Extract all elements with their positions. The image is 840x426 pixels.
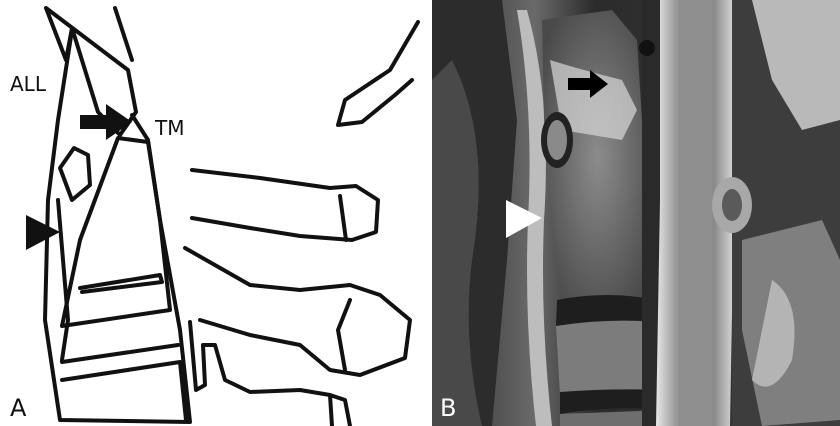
posterior-line-1 (192, 170, 378, 240)
posterior-line-4 (338, 300, 350, 370)
occipital-curve (338, 22, 418, 125)
mri-image (432, 0, 840, 426)
all-annotation: ALL (10, 74, 46, 94)
panel-a-label: A (10, 396, 26, 420)
clivus-line (115, 8, 132, 60)
lower-body-line-2 (62, 362, 186, 420)
lower-body-line (62, 345, 178, 362)
endplate-line (80, 275, 162, 292)
panel-b-label: B (440, 396, 456, 420)
right-arrowhead-icon (26, 215, 60, 250)
right-arrow-icon (80, 104, 132, 140)
panel-a-diagram: ALL TM A (0, 0, 432, 426)
anterior-arch (60, 148, 90, 200)
posterior-line-2 (340, 196, 346, 240)
panel-b-mri: B (432, 0, 840, 426)
spine-line-drawing (0, 0, 432, 426)
tm-annotation: TM (155, 118, 184, 138)
anterior-line (58, 200, 68, 360)
